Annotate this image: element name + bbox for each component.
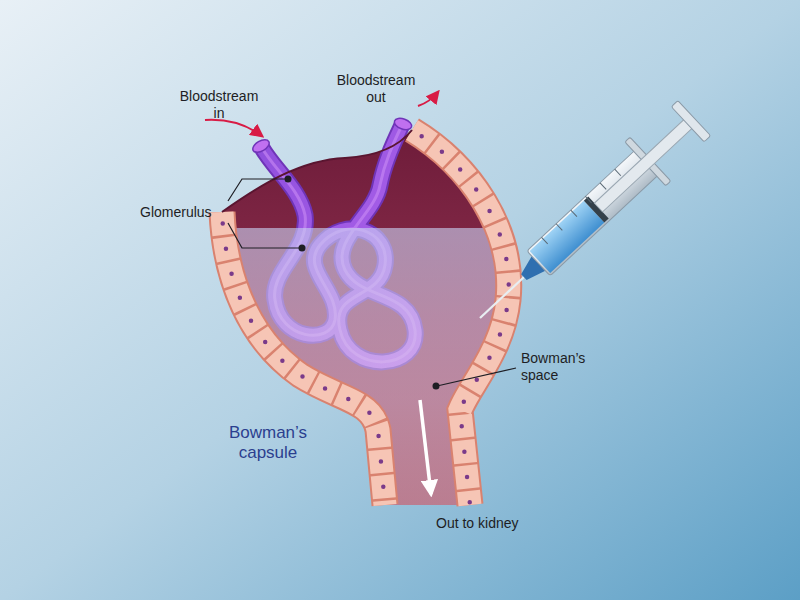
leader-line bbox=[228, 179, 516, 386]
flow-arrow bbox=[205, 120, 262, 136]
part-label: Glomerulus bbox=[140, 204, 212, 221]
syringe bbox=[460, 96, 715, 340]
part-label: Out to kidney bbox=[436, 515, 519, 532]
part-label: Bloodstream in bbox=[176, 88, 262, 122]
flow-arrow bbox=[418, 92, 438, 106]
part-label: Bowman’s capsule bbox=[218, 423, 318, 463]
leader-dot bbox=[285, 176, 440, 390]
part-label: Bowman’s space bbox=[521, 350, 605, 384]
part-label: Bloodstream out bbox=[330, 72, 422, 106]
outflow-arrow bbox=[420, 400, 431, 494]
